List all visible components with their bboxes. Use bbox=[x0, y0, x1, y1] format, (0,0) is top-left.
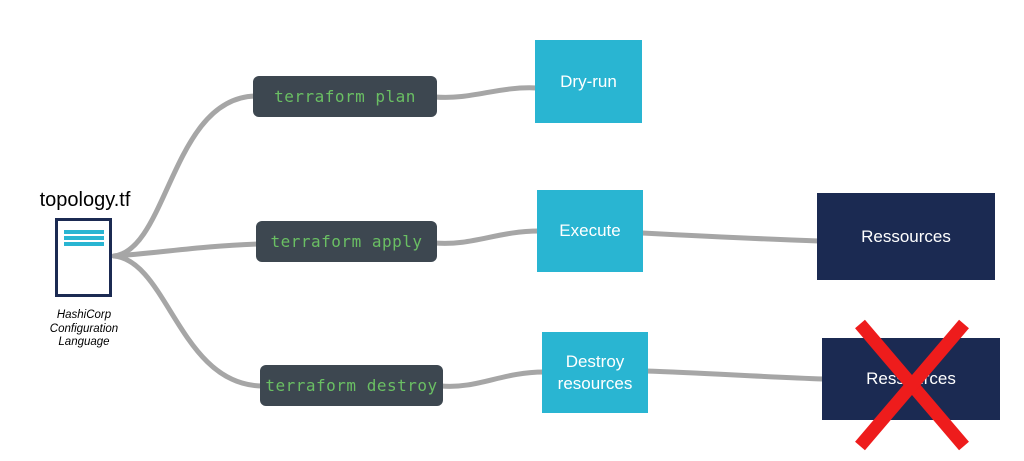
connector-file-to-destroy bbox=[111, 253, 266, 389]
command-node-terraform-destroy: terraform destroy bbox=[260, 365, 443, 406]
action-node-execute: Execute bbox=[537, 190, 643, 272]
connector-plan-to-dryrun bbox=[432, 85, 540, 100]
file-caption: HashiCorp Configuration Language bbox=[24, 309, 144, 350]
file-icon-line bbox=[63, 242, 104, 246]
connector-execute-to-resources bbox=[639, 230, 822, 244]
command-label: terraform destroy bbox=[265, 376, 438, 395]
action-node-destroy-resources: Destroy resources bbox=[542, 332, 648, 413]
cross-stroke bbox=[855, 319, 969, 451]
command-label: terraform plan bbox=[274, 87, 416, 106]
file-icon bbox=[55, 218, 112, 297]
connector-apply-to-execute bbox=[432, 228, 542, 246]
file-icon-line bbox=[63, 236, 104, 240]
file-caption-line: HashiCorp bbox=[56, 309, 112, 321]
connector-file-to-plan bbox=[111, 93, 259, 259]
result-node-resources: Ressources bbox=[817, 193, 995, 280]
action-label: Destroy resources bbox=[557, 351, 633, 393]
command-label: terraform apply bbox=[270, 232, 423, 251]
file-icon-line bbox=[63, 230, 104, 234]
command-node-terraform-apply: terraform apply bbox=[256, 221, 437, 262]
file-caption-line: Language bbox=[58, 336, 110, 348]
action-label: Dry-run bbox=[560, 71, 617, 91]
file-caption-line: Configuration bbox=[49, 322, 119, 335]
action-node-dry-run: Dry-run bbox=[535, 40, 642, 123]
connector-destroy-to-action bbox=[438, 369, 547, 389]
action-label: Execute bbox=[559, 221, 621, 240]
command-node-terraform-plan: terraform plan bbox=[253, 76, 437, 117]
connector-destroyaction-to-resources bbox=[643, 368, 827, 382]
result-label: Ressources bbox=[861, 226, 951, 246]
file-title: topology.tf bbox=[39, 189, 131, 211]
connector-file-to-apply bbox=[111, 241, 261, 259]
cross-out-icon bbox=[855, 319, 969, 451]
